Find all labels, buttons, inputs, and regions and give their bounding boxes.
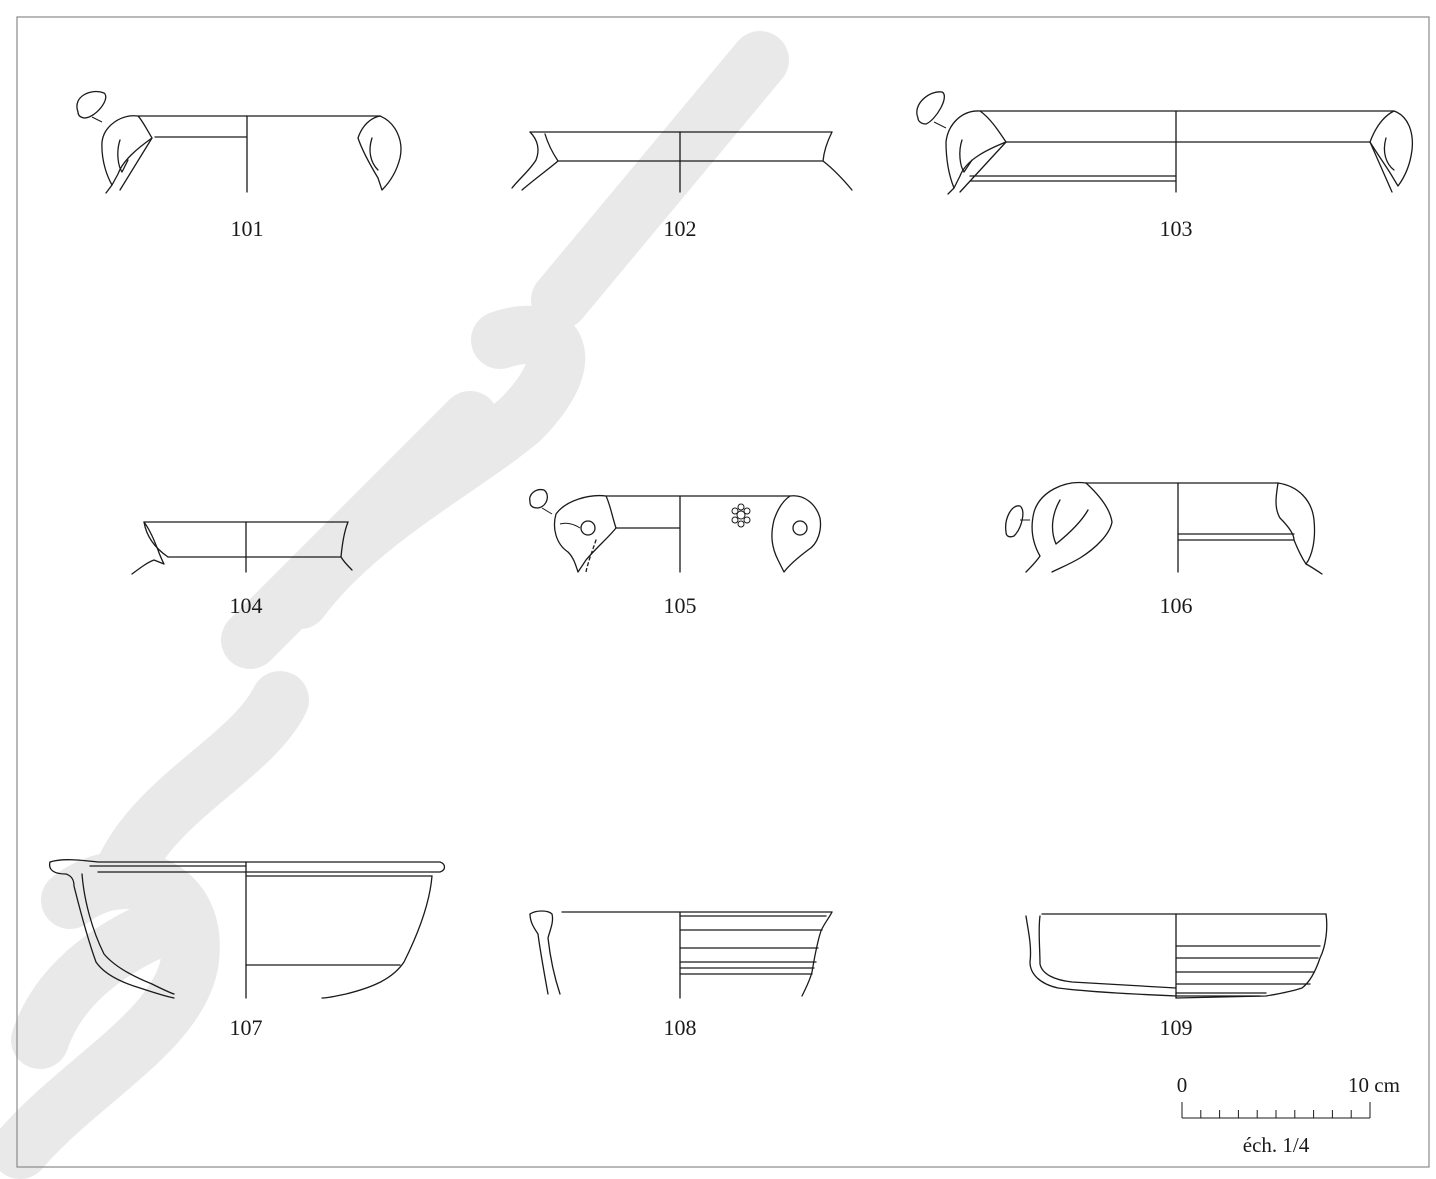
vessel-109: 109 bbox=[1025, 913, 1328, 1040]
vessel-108: 108 bbox=[529, 910, 833, 1040]
stamp-rosette-icon bbox=[731, 503, 751, 528]
figure-label-103: 103 bbox=[1160, 216, 1193, 241]
vessel-102: 102 bbox=[511, 131, 853, 241]
vessel-103: 103 bbox=[916, 91, 1414, 241]
figure-label-102: 102 bbox=[664, 216, 697, 241]
watermark bbox=[0, 31, 789, 1179]
figure-label-109: 109 bbox=[1160, 1015, 1193, 1040]
figure-label-107: 107 bbox=[230, 1015, 263, 1040]
figure-label-106: 106 bbox=[1160, 593, 1193, 618]
scale-start-label: 0 bbox=[1177, 1073, 1188, 1097]
figure-label-108: 108 bbox=[664, 1015, 697, 1040]
scale-bar: 0 10 cm éch. 1/4 bbox=[1177, 1073, 1400, 1157]
scale-ratio-label: éch. 1/4 bbox=[1243, 1133, 1310, 1157]
vessel-101: 101 bbox=[76, 90, 402, 241]
figure-label-105: 105 bbox=[664, 593, 697, 618]
vessel-107: 107 bbox=[48, 859, 446, 1040]
plate-frame bbox=[16, 16, 1430, 1168]
vessel-106: 106 bbox=[1005, 481, 1323, 618]
vessel-104: 104 bbox=[131, 521, 353, 618]
vessel-105: 105 bbox=[529, 488, 822, 618]
scale-end-label: 10 cm bbox=[1348, 1073, 1400, 1097]
scale-ruler bbox=[1181, 1102, 1371, 1119]
figure-label-104: 104 bbox=[230, 593, 263, 618]
figure-label-101: 101 bbox=[231, 216, 264, 241]
